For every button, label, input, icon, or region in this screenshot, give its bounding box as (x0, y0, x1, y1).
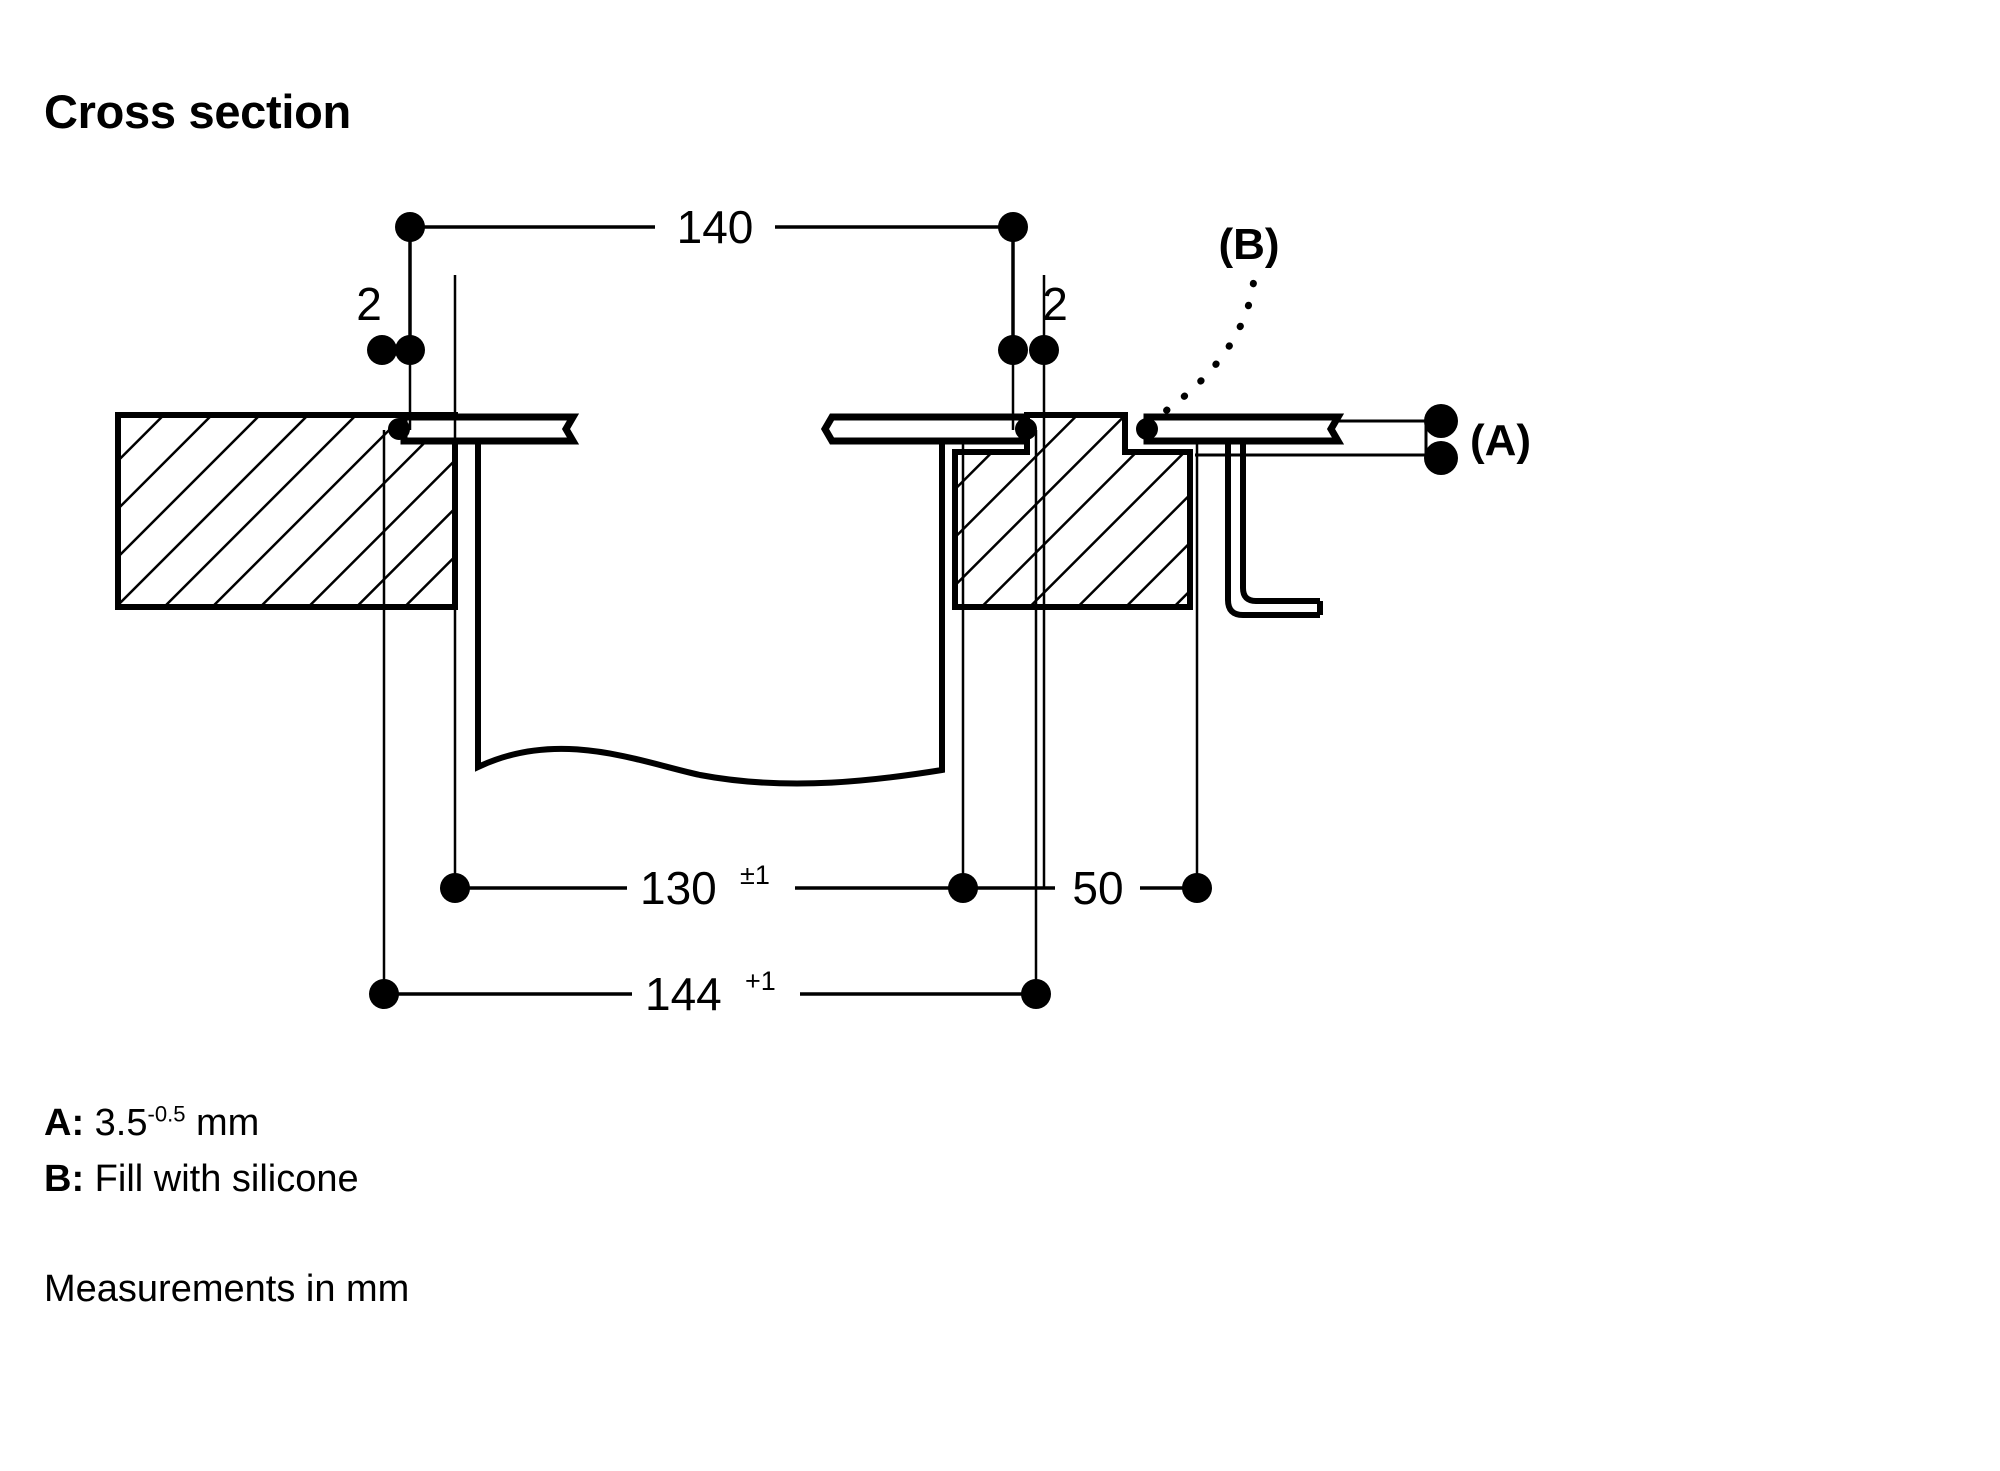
dim-endpoint-dot (1021, 979, 1051, 1009)
dimension-144: 144 +1 (369, 966, 1051, 1020)
callout-dot-a-bottom (1424, 441, 1458, 475)
left-cabinet-block (115, 412, 458, 610)
worktop-panel-right (1143, 413, 1345, 445)
callout-dot-a-top (1424, 404, 1458, 438)
worktop-panel-middle (820, 413, 1026, 445)
callout-label-b: (B) (1218, 220, 1279, 269)
legend-key-a: A: (44, 1102, 85, 1144)
legend-row-a: A: 3.5-0.5 mm (44, 1095, 409, 1151)
dimension-label-2-left: 2 (356, 278, 382, 330)
legend-sup-a: -0.5 (147, 1101, 186, 1127)
dimension-2-left: 2 (356, 227, 425, 365)
corner-dot-middle (1015, 418, 1037, 440)
legend-block: A: 3.5-0.5 mm B: Fill with silicone Meas… (44, 1095, 409, 1317)
dimension-label-2-right: 2 (1042, 278, 1068, 330)
legend-row-b: B: Fill with silicone (44, 1151, 409, 1207)
dim-endpoint-dot (369, 979, 399, 1009)
worktop-panel-left (400, 413, 580, 445)
dimension-label-144-tolerance: +1 (745, 966, 776, 996)
section-corner-dots (388, 418, 1158, 440)
callout-label-a: (A) (1470, 416, 1531, 465)
corner-dot-right (1136, 418, 1158, 440)
dimension-2-right: 2 (998, 227, 1068, 365)
dimension-50: 50 (963, 862, 1212, 914)
dimension-130: 130 ±1 (440, 860, 978, 914)
retaining-bracket (1225, 441, 1323, 618)
dim-endpoint-dot (367, 335, 397, 365)
dimension-140: 140 (395, 201, 1028, 253)
dim-endpoint-dot (1029, 335, 1059, 365)
appliance-cutout-outline (475, 440, 945, 787)
dimension-label-140: 140 (677, 201, 754, 253)
dim-endpoint-dot (1182, 873, 1212, 903)
dimension-label-130-tolerance: ±1 (740, 860, 770, 890)
legend-value-b: Fill with silicone (94, 1158, 359, 1200)
legend-space-b (84, 1158, 95, 1200)
dimension-label-50: 50 (1072, 862, 1123, 914)
callout-b: (B) (1144, 220, 1280, 427)
dim-endpoint-dot (395, 335, 425, 365)
measurement-note: Measurements in mm (44, 1268, 410, 1310)
callout-a: (A) (1195, 404, 1531, 475)
dimension-label-144: 144 (645, 968, 722, 1020)
dim-endpoint-dot (440, 873, 470, 903)
legend-spacer (44, 1207, 409, 1261)
legend-value-a: 3.5 (94, 1102, 148, 1144)
page-title: Cross section (44, 85, 351, 138)
legend-unit-a: mm (185, 1102, 260, 1144)
corner-dot-left (388, 418, 410, 440)
legend-key-b: B: (44, 1158, 85, 1200)
callout-b-dotted-leader (1144, 274, 1258, 427)
legend-space-a (84, 1102, 95, 1144)
dimension-label-130: 130 (640, 862, 717, 914)
dim-endpoint-dot (998, 335, 1028, 365)
